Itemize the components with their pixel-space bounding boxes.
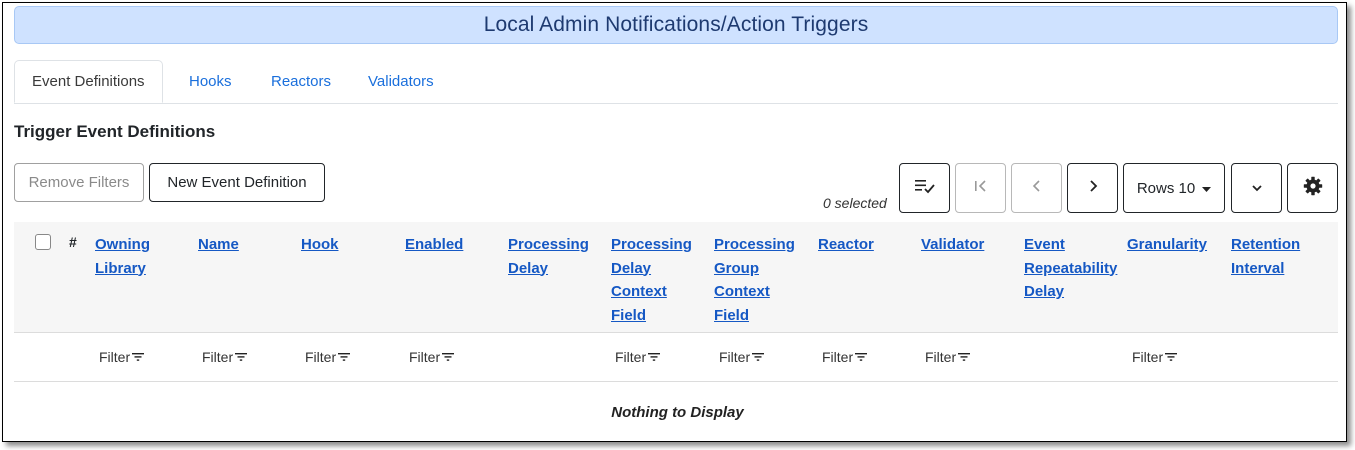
filter-icon	[442, 353, 455, 361]
filter-label: Filter	[1132, 349, 1164, 365]
select-all-checkbox[interactable]	[35, 234, 51, 250]
header-line: Hook	[301, 236, 339, 253]
chevron-left-icon	[1031, 179, 1043, 197]
header-line: Field	[611, 306, 647, 324]
filter-label: Filter	[719, 349, 751, 365]
empty-message: Nothing to Display	[611, 404, 744, 421]
column-header-hook[interactable]: Hook	[301, 233, 339, 257]
header-line: Delay	[508, 259, 549, 277]
selected-count: 0 selected	[823, 195, 887, 211]
chevron-down-icon	[1251, 180, 1263, 197]
filter-granularity[interactable]: Filter	[1132, 349, 1178, 365]
column-header-event-repeatability-delay[interactable]: Event Repeatability Delay	[1024, 233, 1117, 304]
tab-hooks[interactable]: Hooks	[189, 73, 232, 90]
header-line: Retention	[1231, 236, 1301, 253]
section-title: Trigger Event Definitions	[14, 122, 216, 141]
caret-down-icon	[1202, 180, 1212, 197]
column-header-processing-delay[interactable]: Processing Delay	[508, 233, 589, 280]
table-header: # Owning Library Name Hook Enabled Proce…	[14, 222, 1338, 333]
filter-icon	[235, 353, 248, 361]
header-line: Repeatability	[1024, 259, 1118, 277]
header-line: Event	[1024, 236, 1065, 253]
header-line: Group	[714, 259, 759, 277]
settings-button[interactable]	[1287, 163, 1338, 213]
header-line: Delay	[1024, 283, 1065, 300]
header-line: Processing	[714, 236, 795, 253]
new-event-definition-button[interactable]: New Event Definition	[149, 163, 325, 202]
filter-owning-library[interactable]: Filter	[99, 349, 145, 365]
header-line: Validator	[921, 236, 985, 253]
filter-reactor[interactable]: Filter	[822, 349, 868, 365]
tab-event-definitions[interactable]: Event Definitions	[14, 60, 163, 103]
column-header-reactor[interactable]: Reactor	[818, 233, 874, 257]
filter-label: Filter	[409, 349, 441, 365]
rows-per-page-dropdown[interactable]: Rows 10	[1123, 163, 1225, 213]
filter-label: Filter	[925, 349, 957, 365]
filter-icon	[132, 353, 145, 361]
prev-page-button[interactable]	[1011, 163, 1062, 213]
tab-validators[interactable]: Validators	[368, 73, 434, 90]
filter-label: Filter	[822, 349, 854, 365]
header-line: Context	[611, 283, 667, 300]
column-header-validator[interactable]: Validator	[921, 233, 984, 257]
filter-icon	[958, 353, 971, 361]
remove-filters-button[interactable]: Remove Filters	[14, 163, 144, 202]
filter-icon	[1165, 353, 1178, 361]
column-header-owning-library[interactable]: Owning Library	[95, 233, 150, 280]
filter-icon	[752, 353, 765, 361]
filter-row: Filter Filter Filter Filter Filter Filte…	[14, 333, 1338, 382]
filter-processing-delay-context-field[interactable]: Filter	[615, 349, 661, 365]
first-page-button[interactable]	[955, 163, 1006, 213]
column-header-processing-group-context-field[interactable]: Processing Group Context Field	[714, 233, 795, 327]
header-line: Owning	[95, 236, 150, 253]
next-page-button[interactable]	[1067, 163, 1118, 213]
header-line: Name	[198, 236, 239, 253]
first-page-icon	[973, 179, 989, 197]
header-line: Delay	[611, 259, 652, 277]
header-line: Enabled	[405, 236, 464, 253]
filter-name[interactable]: Filter	[202, 349, 248, 365]
column-header-enabled[interactable]: Enabled	[405, 233, 463, 257]
column-header-retention-interval[interactable]: Retention Interval	[1231, 233, 1300, 280]
header-line: Library	[95, 259, 146, 277]
header-line: Reactor	[818, 236, 874, 253]
column-header-name[interactable]: Name	[198, 233, 239, 257]
filter-label: Filter	[615, 349, 647, 365]
gear-icon	[1303, 176, 1323, 200]
header-line: Field	[714, 306, 750, 324]
tab-reactors[interactable]: Reactors	[271, 73, 332, 90]
header-line: Context	[714, 283, 770, 300]
filter-label: Filter	[99, 349, 131, 365]
list-check-icon	[914, 178, 936, 198]
header-line: Processing	[611, 236, 692, 253]
header-line: Processing	[508, 236, 589, 253]
filter-label: Filter	[305, 349, 337, 365]
chevron-right-icon	[1087, 179, 1099, 197]
column-header-granularity[interactable]: Granularity	[1127, 233, 1207, 257]
header-line: Granularity	[1127, 236, 1208, 253]
window-frame: Local Admin Notifications/Action Trigger…	[2, 2, 1347, 442]
filter-enabled[interactable]: Filter	[409, 349, 455, 365]
filter-icon	[855, 353, 868, 361]
filter-hook[interactable]: Filter	[305, 349, 351, 365]
header-line: Interval	[1231, 259, 1285, 277]
page-banner: Local Admin Notifications/Action Trigger…	[14, 6, 1338, 44]
filter-icon	[338, 353, 351, 361]
column-header-processing-delay-context-field[interactable]: Processing Delay Context Field	[611, 233, 692, 327]
expand-button[interactable]	[1231, 163, 1282, 213]
filter-validator[interactable]: Filter	[925, 349, 971, 365]
rows-label: Rows 10	[1136, 179, 1196, 197]
page-title: Local Admin Notifications/Action Trigger…	[483, 13, 869, 36]
select-actions-button[interactable]	[899, 163, 950, 213]
filter-label: Filter	[202, 349, 234, 365]
filter-processing-group-context-field[interactable]: Filter	[719, 349, 765, 365]
filter-icon	[648, 353, 661, 361]
row-number-header: #	[69, 234, 77, 250]
tab-bar: Event Definitions Hooks Reactors Validat…	[14, 60, 1338, 104]
